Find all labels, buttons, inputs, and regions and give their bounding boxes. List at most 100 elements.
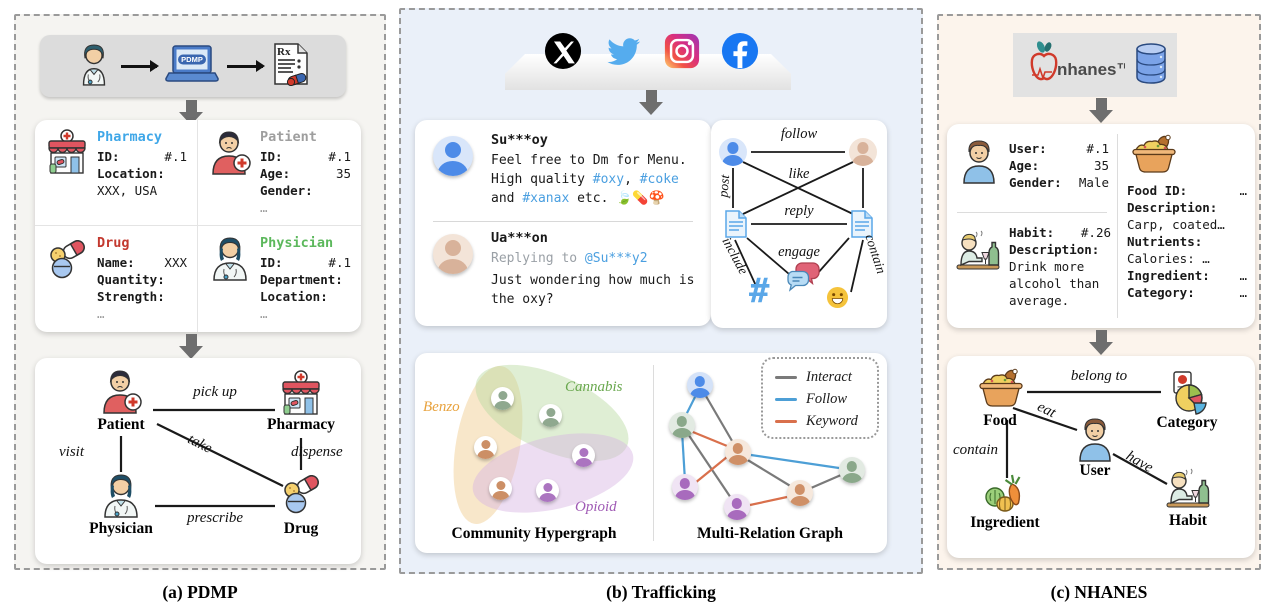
legend: Interact Follow Keyword — [761, 357, 879, 439]
entity-patient: Patient ID:#.1 Age:35 Gender: … — [198, 120, 361, 226]
hashtag-icon: # — [749, 271, 770, 311]
emoji-leaf-pill-mushroom: 🍃💊🍄 — [616, 191, 665, 206]
user-avatar-icon — [849, 138, 877, 166]
edge-label-prescribe: prescribe — [186, 510, 244, 526]
arrow-right-icon — [227, 59, 265, 72]
card-divider — [1117, 134, 1118, 318]
user-avatar-icon — [669, 412, 695, 438]
panel-trafficking: Su***oy Feel free to Dm for Menu. High q… — [399, 8, 923, 574]
post-divider — [433, 221, 693, 222]
ingredient-icon — [983, 470, 1027, 521]
edge-label-engage: engage — [778, 244, 820, 260]
user-mention-link[interactable]: @Su***y2 — [584, 251, 648, 266]
caption-trafficking: (b) Trafficking — [606, 582, 716, 602]
node-label-ingredient: Ingredient — [970, 514, 1040, 531]
relation-schema-card: follow like post reply include engage — [711, 120, 889, 328]
nhanes-graph-card: Food Category — [947, 356, 1255, 558]
down-arrow-icon — [1089, 98, 1113, 123]
instagram-icon — [663, 32, 701, 75]
twitter-icon — [603, 32, 643, 77]
multi-relation-graph: Interact Follow Keyword Multi-Relation G… — [653, 353, 887, 553]
hashtag-link[interactable]: #oxy — [592, 172, 625, 187]
food-bowl-icon — [1131, 134, 1177, 181]
legend-label: Keyword — [806, 412, 858, 429]
post-username: Ua***on — [491, 230, 548, 246]
hashtag-link[interactable]: #xanax — [522, 191, 570, 206]
user-avatar-icon — [724, 494, 750, 520]
svg-text:PDMP: PDMP — [181, 55, 203, 64]
card-divider — [957, 212, 1107, 213]
node-label-physician: Physician — [89, 520, 153, 537]
down-arrow-icon — [1089, 330, 1113, 355]
node-label-patient: Patient — [97, 416, 145, 433]
legend-label: Interact — [806, 368, 852, 385]
caption-pdmp: (a) PDMP — [162, 582, 238, 602]
pdmp-entity-card: Pharmacy ID:#.1 Location: XXX, USA — [35, 120, 361, 332]
edge-label-pick-up: pick up — [193, 384, 237, 400]
pharmacy-icon — [45, 129, 89, 180]
nhanes-logo-bar: nhanes™ — [1013, 33, 1177, 97]
patient-icon — [208, 129, 252, 180]
node-label-food: Food — [983, 412, 1017, 429]
post-text: Feel free to Dm for Menu. High quality #… — [491, 153, 687, 206]
database-icon — [1133, 41, 1169, 90]
legend-line-follow — [775, 397, 797, 401]
pharmacy-icon — [279, 370, 323, 421]
card-divider — [653, 365, 654, 541]
edge-label-dispense: dispense — [291, 444, 343, 460]
edge-label-like: like — [788, 166, 810, 182]
pdmp-pipeline-bar: PDMP Rx — [40, 35, 346, 97]
post-reply-line: Replying to @Su***y2 — [491, 251, 648, 266]
smiley-icon — [826, 286, 849, 314]
entity-title: Patient — [260, 129, 317, 145]
user-avatar-icon — [539, 404, 562, 427]
nhanes-graph-edges — [1005, 390, 1168, 485]
facebook-icon — [721, 32, 759, 75]
svg-text:nhanes™: nhanes™ — [1057, 60, 1125, 79]
community-label-cannabis: Cannabis — [565, 379, 623, 395]
habit-icon — [955, 228, 1001, 279]
patient-icon — [99, 368, 143, 419]
panel-pdmp: PDMP Rx — [14, 14, 386, 570]
panel-nhanes: nhanes™ — [937, 14, 1261, 570]
edge-label-visit: visit — [59, 444, 84, 460]
node-label-user: User — [1079, 462, 1111, 479]
user-avatar-icon — [433, 136, 473, 176]
entity-title: Pharmacy — [97, 129, 163, 145]
hypergraph-title: Community Hypergraph — [451, 525, 617, 542]
legend-label: Follow — [806, 390, 848, 407]
nhanes-logo: nhanes™ — [1021, 39, 1134, 92]
drug-icon — [45, 235, 89, 286]
user-avatar-icon — [839, 457, 865, 483]
community-label-opioid: Opioid — [575, 499, 617, 515]
down-arrow-icon — [639, 90, 663, 115]
edge-label-belong-to: belong to — [1070, 368, 1128, 384]
food-bowl-icon — [978, 368, 1024, 415]
node-label-category: Category — [1156, 414, 1218, 431]
entity-drug: Drug Name:XXX Quantity: Strength: … — [35, 226, 198, 332]
post-text: Just wondering how much is the oxy? — [491, 273, 695, 307]
pdmp-graph-edges — [119, 408, 303, 508]
pdmp-laptop-icon: PDMP — [165, 44, 219, 88]
legend-line-interact — [775, 375, 797, 379]
user-avatar-icon — [491, 387, 514, 410]
node-label-drug: Drug — [283, 520, 319, 537]
hashtag-link[interactable]: #coke — [639, 172, 679, 187]
edge-label-contain: contain — [953, 442, 998, 458]
down-arrow-icon — [179, 334, 203, 359]
edge-label-post: post — [715, 174, 733, 198]
habit-icon — [1165, 466, 1211, 517]
user-avatar-icon — [687, 372, 713, 398]
user-avatar-icon — [672, 474, 698, 500]
edge-label-follow: follow — [780, 126, 818, 142]
user-avatar-icon — [433, 234, 473, 274]
x-icon — [544, 32, 582, 75]
post-username: Su***oy — [491, 132, 548, 148]
arrow-right-icon — [121, 59, 159, 72]
user-avatar-icon — [725, 439, 751, 465]
user-avatar-icon — [489, 477, 512, 500]
user-avatar-icon — [536, 479, 559, 502]
graphs-card: Benzo Cannabis Opioid Community Hypergra… — [415, 353, 887, 553]
drug-icon — [279, 470, 323, 521]
